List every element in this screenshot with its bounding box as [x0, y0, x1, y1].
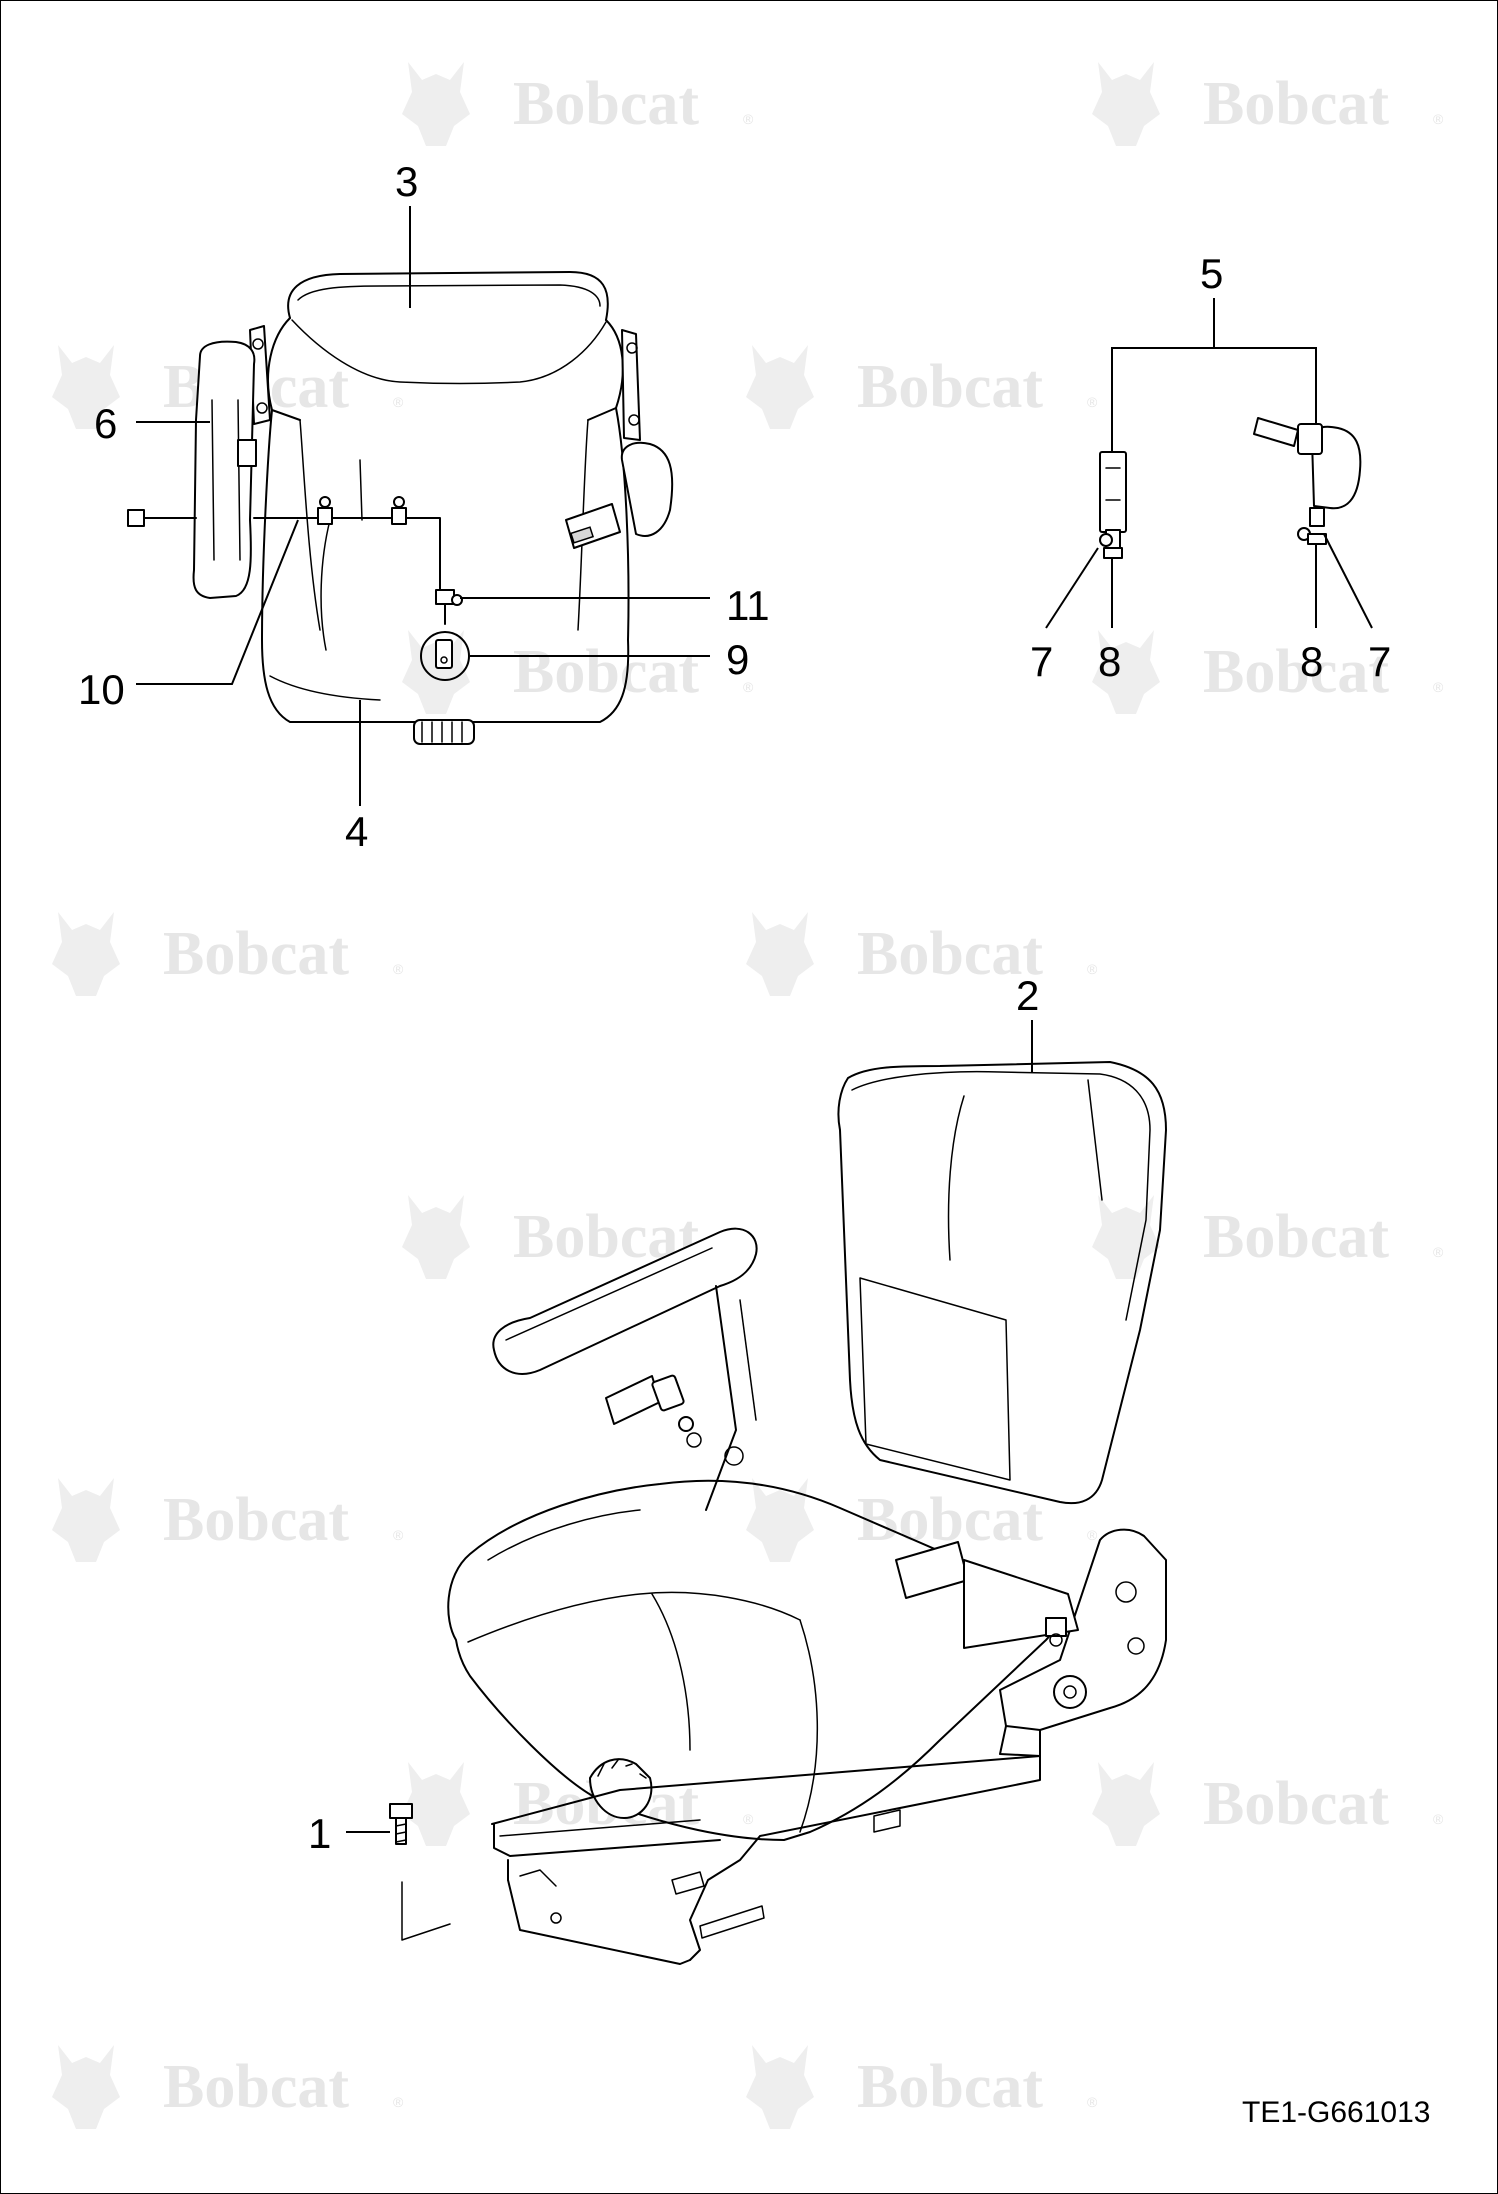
- watermark-logo: [52, 912, 404, 996]
- watermark-logo: [402, 62, 754, 146]
- harness-connector: [127, 509, 145, 527]
- seatbelt-tongue-strap: [1099, 451, 1127, 533]
- bolt-head: [389, 1803, 413, 1819]
- seat-assembly-isometric: [389, 1061, 1167, 1965]
- callout-10: 10: [78, 666, 125, 713]
- watermark-logo: [746, 2045, 1098, 2129]
- callout-8-right: 8: [1300, 638, 1323, 685]
- armrest-part: [492, 1227, 758, 1375]
- callout-8-left: 8: [1098, 638, 1121, 685]
- recline-hinge: [999, 1528, 1167, 1731]
- callout-5: 5: [1200, 250, 1223, 297]
- seat-switch: [420, 631, 470, 681]
- callout-6: 6: [94, 400, 117, 447]
- callout-9: 9: [726, 636, 749, 683]
- watermark-logo: [402, 630, 754, 714]
- leader-lines: [136, 206, 1373, 1833]
- watermark-logo: [1092, 1195, 1444, 1279]
- callout-2: 2: [1016, 972, 1039, 1019]
- watermark-logo: [746, 1478, 1098, 1562]
- watermark-logo: [52, 1478, 404, 1562]
- watermark-logo: [746, 912, 1098, 996]
- callout-labels: 3 4 6 10 11 9 5 7 8 8 7 2 1 TE1-G661013: [78, 158, 1430, 2129]
- callout-7-left: 7: [1030, 638, 1053, 685]
- adjuster-knob: [413, 719, 475, 745]
- seatbelt-buckle-end: [1253, 417, 1299, 447]
- seat-rear-view: [127, 271, 674, 745]
- watermark-logo: [52, 2045, 404, 2129]
- callout-1: 1: [308, 1810, 331, 1857]
- callout-4: 4: [345, 808, 368, 855]
- callout-7-right: 7: [1368, 638, 1391, 685]
- adjuster-knob: [589, 1758, 653, 1819]
- watermark-logo: [1092, 1762, 1444, 1846]
- callout-11: 11: [726, 582, 770, 629]
- watermark-logo: [1092, 62, 1444, 146]
- drawing-code: TE1-G661013: [1242, 2096, 1430, 2129]
- watermark-logo: [746, 345, 1098, 429]
- seatbelt-assembly: [1099, 298, 1362, 559]
- harness-clip: [317, 507, 333, 525]
- belt-anchor: [1309, 507, 1325, 527]
- harness-clip: [391, 507, 407, 525]
- armrest-bracket: [237, 439, 257, 467]
- armrest-part: [192, 340, 256, 599]
- watermark-logo: [402, 1762, 754, 1846]
- seatbelt-retractor: [620, 441, 674, 537]
- callout-3: 3: [395, 158, 418, 205]
- harness-connector: [435, 589, 455, 605]
